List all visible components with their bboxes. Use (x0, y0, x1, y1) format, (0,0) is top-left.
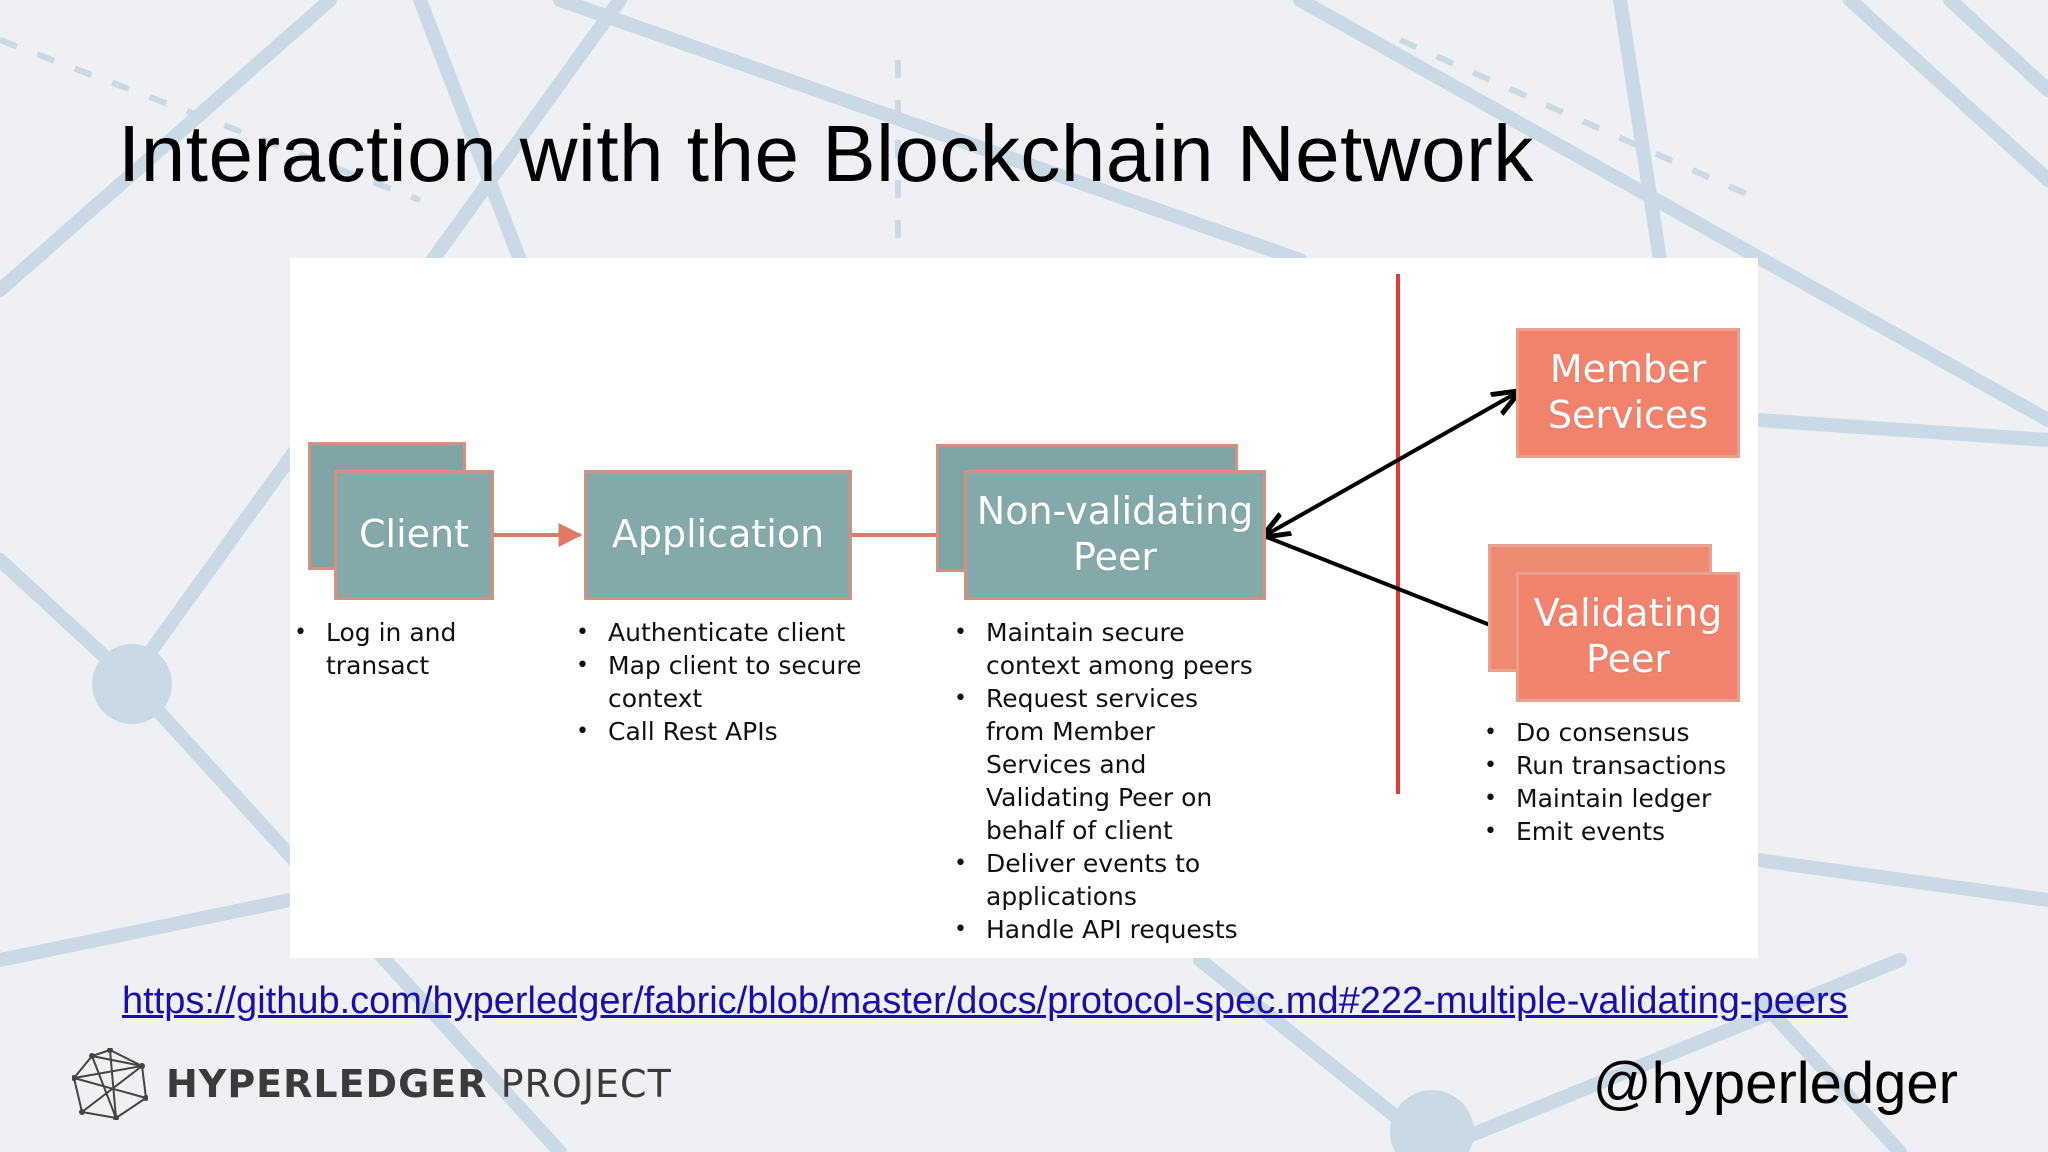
validating-peer-box[interactable]: Validating Peer (1516, 572, 1740, 702)
client-bullets: Log in and transact (290, 616, 456, 682)
list-item: Map client to secure context (576, 649, 862, 715)
nonvalidating-peer-label: Non-validating Peer (976, 489, 1254, 579)
logo-text: HYPERLEDGER PROJECT (166, 1062, 672, 1106)
list-item: Request services from Member Services an… (954, 682, 1253, 847)
list-item: Handle API requests (954, 913, 1253, 946)
list-item: Emit events (1484, 815, 1726, 848)
nonvalidating-bullets: Maintain secure context among peers Requ… (950, 616, 1253, 946)
list-item: Do consensus (1484, 716, 1726, 749)
list-item: Maintain secure context among peers (954, 616, 1253, 682)
diagram-connectors (494, 274, 1758, 794)
validating-peer-label: Validating Peer (1533, 591, 1723, 681)
protocol-spec-link[interactable]: https://github.com/hyperledger/fabric/bl… (122, 980, 1848, 1022)
member-services-box[interactable]: Member Services (1516, 328, 1740, 458)
logo-text-regular: PROJECT (500, 1062, 672, 1106)
list-item: Log in and transact (294, 616, 456, 682)
application-box[interactable]: Application (584, 470, 852, 600)
logo-text-bold: HYPERLEDGER (166, 1062, 488, 1106)
slide-title: Interaction with the Blockchain Network (118, 109, 1534, 198)
application-bullets: Authenticate client Map client to secure… (572, 616, 862, 748)
client-box[interactable]: Client (334, 470, 494, 600)
client-label: Client (358, 512, 469, 557)
list-item: Call Rest APIs (576, 715, 861, 748)
list-item: Run transactions (1484, 749, 1726, 782)
list-item: Authenticate client (576, 616, 861, 649)
validating-bullets: Do consensus Run transactions Maintain l… (1480, 716, 1726, 848)
member-services-label: Member Services (1547, 347, 1709, 437)
peer-validating-arrow (1263, 534, 1518, 636)
nonvalidating-peer-box[interactable]: Non-validating Peer (964, 470, 1266, 600)
hyperledger-logo: HYPERLEDGER PROJECT (72, 1048, 672, 1120)
list-item: Deliver events to applications (954, 847, 1253, 913)
list-item: Maintain ledger (1484, 782, 1726, 815)
peer-member-arrow (1264, 392, 1518, 536)
application-label: Application (611, 512, 825, 557)
twitter-handle: @hyperledger (1592, 1051, 1958, 1116)
diagram-panel: Client Log in and transact Application A… (290, 258, 1758, 958)
hyperledger-logo-icon (72, 1048, 148, 1120)
